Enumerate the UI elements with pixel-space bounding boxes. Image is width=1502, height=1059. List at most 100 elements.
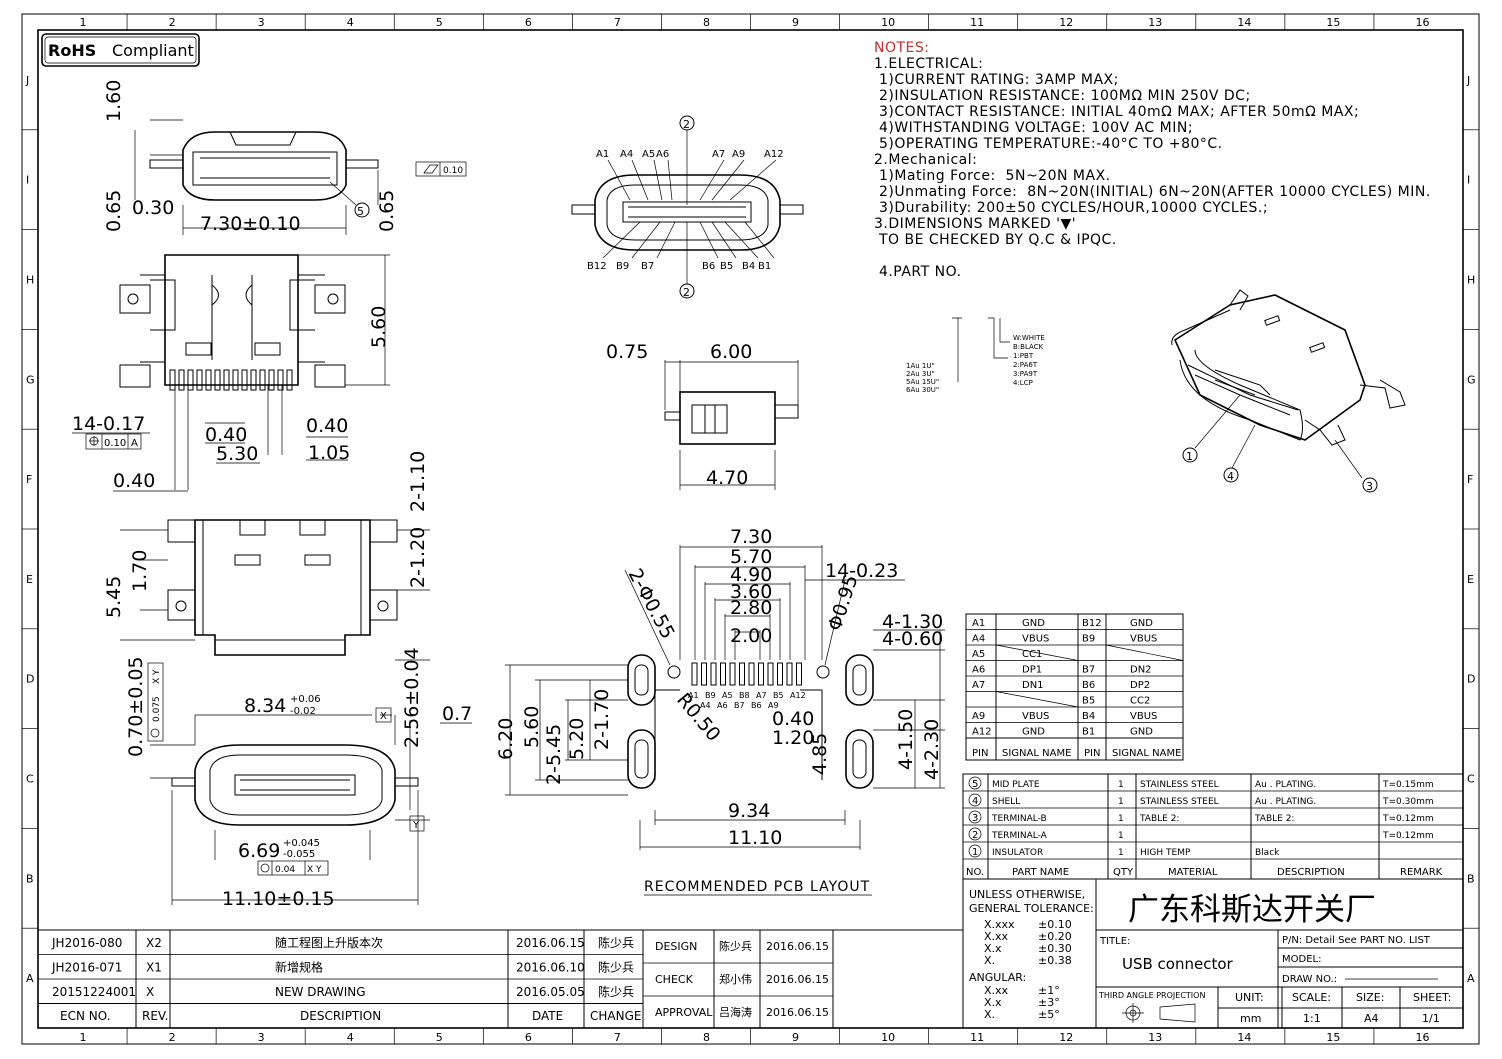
pin-leader	[653, 159, 663, 201]
dim-8-34-upper: +0.06	[290, 694, 321, 705]
terminal-pin	[259, 369, 266, 391]
row-marker-left: D	[26, 673, 34, 686]
dim-5-45: 5.45	[103, 576, 125, 618]
scale-label: SCALE:	[1292, 991, 1331, 1004]
tol-value: ±0.20	[1038, 930, 1072, 943]
terminal-pin	[205, 369, 212, 391]
pcb-dim-2-1-70: 2-1.70	[591, 689, 613, 750]
pcb-pin-label: B6	[751, 701, 762, 710]
tol-value: ±0.10	[1038, 918, 1072, 931]
bom-cell: SHELL	[992, 797, 1020, 807]
bom-item-balloon	[968, 793, 982, 807]
pin-label-a: A1	[596, 149, 609, 160]
balloon-4: 4	[1227, 470, 1234, 483]
column-marker-top: 6	[525, 16, 532, 29]
row-marker-left: F	[26, 473, 32, 486]
note-line: 2)INSULATION RESISTANCE: 100MΩ MIN 250V …	[874, 88, 1251, 104]
balloon-1: 1	[1186, 450, 1193, 463]
pin-table-empty-slash	[1105, 644, 1184, 661]
dim-7-30: 7.30±0.10	[200, 213, 301, 235]
pcb-pad	[701, 662, 707, 686]
company-name: 广东科斯达开关厂	[1128, 892, 1376, 928]
projection-label: THIRD ANGLE PROJECTION	[1098, 991, 1205, 1000]
rohs-badge: RoHS Compliant	[41, 33, 200, 67]
row-marker-left: I	[26, 174, 29, 187]
approval-role: DESIGN	[655, 940, 697, 953]
rev-cell: 2016.06.10	[516, 961, 585, 975]
column-marker-top: 12	[1059, 16, 1073, 29]
pin-leader	[744, 221, 775, 259]
row-marker-right: J	[1466, 74, 1470, 87]
scale-value: 1:1	[1303, 1012, 1321, 1025]
column-marker-bottom: 8	[703, 1031, 710, 1044]
terminal-pin	[250, 369, 257, 391]
pcb-pin-label: A9	[768, 701, 779, 710]
part-no-option: B:BLACK	[1013, 343, 1044, 351]
rev-cell: X2	[146, 936, 162, 950]
terminal-pin	[169, 369, 176, 391]
pin-table-cell: A12	[972, 727, 992, 738]
column-marker-bottom: 7	[614, 1031, 621, 1044]
pin-table-cell: A5	[972, 649, 985, 660]
bom-cell: T=0.30mm	[1382, 797, 1434, 807]
column-marker-top: 13	[1148, 16, 1162, 29]
column-marker-top: 7	[614, 16, 621, 29]
bom-cell: Au . PLATING.	[1255, 780, 1316, 790]
pin-leader	[602, 221, 641, 259]
dim-1-60: 1.60	[103, 80, 125, 122]
dim-0-7: 0.7	[442, 703, 472, 725]
part-no-key: 1Au 1U"2Au 3U"5Au 15U"6Au 30U" W:WHITEB:…	[906, 317, 1045, 394]
pin-label-b: B12	[587, 261, 607, 272]
pin-table-cell: CC2	[1130, 696, 1150, 707]
tol-value: ±0.38	[1038, 954, 1072, 967]
approval-date: 2016.06.15	[766, 940, 829, 953]
pin-table-cell: DP2	[1130, 680, 1150, 691]
tol-004-value: 0.04	[275, 865, 295, 875]
bom-cell: 1	[1118, 831, 1124, 841]
pin-leader	[711, 159, 745, 201]
pcb-dim-4-2-30: 4-2.30	[921, 719, 943, 780]
sheet-label: SHEET:	[1413, 991, 1451, 1004]
tol-title-1: UNLESS OTHERWISE,	[969, 888, 1085, 901]
terminal-pin	[214, 369, 221, 391]
part-no-plating: 5Au 15U"	[906, 378, 939, 386]
pcb-dim-2-5-45: 2-5.45	[543, 724, 565, 785]
tolerance-block: UNLESS OTHERWISE, GENERAL TOLERANCE: X.x…	[962, 878, 1097, 1029]
bom-cell: T=0.12mm	[1382, 814, 1434, 824]
pin-leader	[724, 221, 759, 259]
pin-table-cell: VBUS	[1022, 711, 1049, 722]
tol-ang-value: ±1°	[1038, 984, 1060, 997]
projection-symbol	[1122, 1003, 1196, 1023]
pin-label-b: B6	[702, 261, 715, 272]
pcb-dim-9-34: 9.34	[728, 800, 770, 822]
pos-tol-datum: A	[131, 438, 138, 449]
pcb-pin-label: B5	[773, 691, 784, 700]
row-marker-right: E	[1467, 573, 1474, 586]
pcb-pin-label: A7	[756, 691, 767, 700]
dim-5-60: 5.60	[368, 306, 390, 348]
tol-frame-0075: 0.075 X Y	[147, 662, 164, 742]
pin-table-cell: VBUS	[1130, 711, 1157, 722]
pin-face-view: 2 2	[571, 115, 804, 299]
size-label: SIZE:	[1356, 991, 1384, 1004]
bom-header: DESCRIPTION	[1277, 867, 1345, 878]
pin-label-a: A9	[732, 149, 745, 160]
part-number-note: P/N: Detail See PART NO. LIST	[1282, 935, 1431, 946]
dim-0-40-b: 0.40	[306, 415, 348, 437]
pcb-pin-label: A1	[688, 691, 699, 700]
column-marker-bottom: 3	[258, 1031, 265, 1044]
row-marker-left: B	[26, 872, 34, 885]
rev-cell: 陈少兵	[598, 960, 634, 975]
dim-0-75: 0.75	[606, 341, 648, 363]
column-markers: 1122334455667788991010111112121313141415…	[80, 14, 1429, 1044]
bom-cell: Au . PLATING.	[1255, 797, 1316, 807]
bom-header: PART NAME	[1012, 867, 1069, 878]
row-marker-right: C	[1467, 773, 1475, 786]
rev-header: REV.	[142, 1009, 168, 1023]
dim-8-34-lower: -0.02	[290, 706, 316, 717]
approval-date: 2016.06.15	[766, 973, 829, 986]
column-marker-top: 8	[703, 16, 710, 29]
column-marker-top: 2	[169, 16, 176, 29]
pin-leader	[631, 221, 661, 259]
row-marker-left: J	[25, 74, 29, 87]
